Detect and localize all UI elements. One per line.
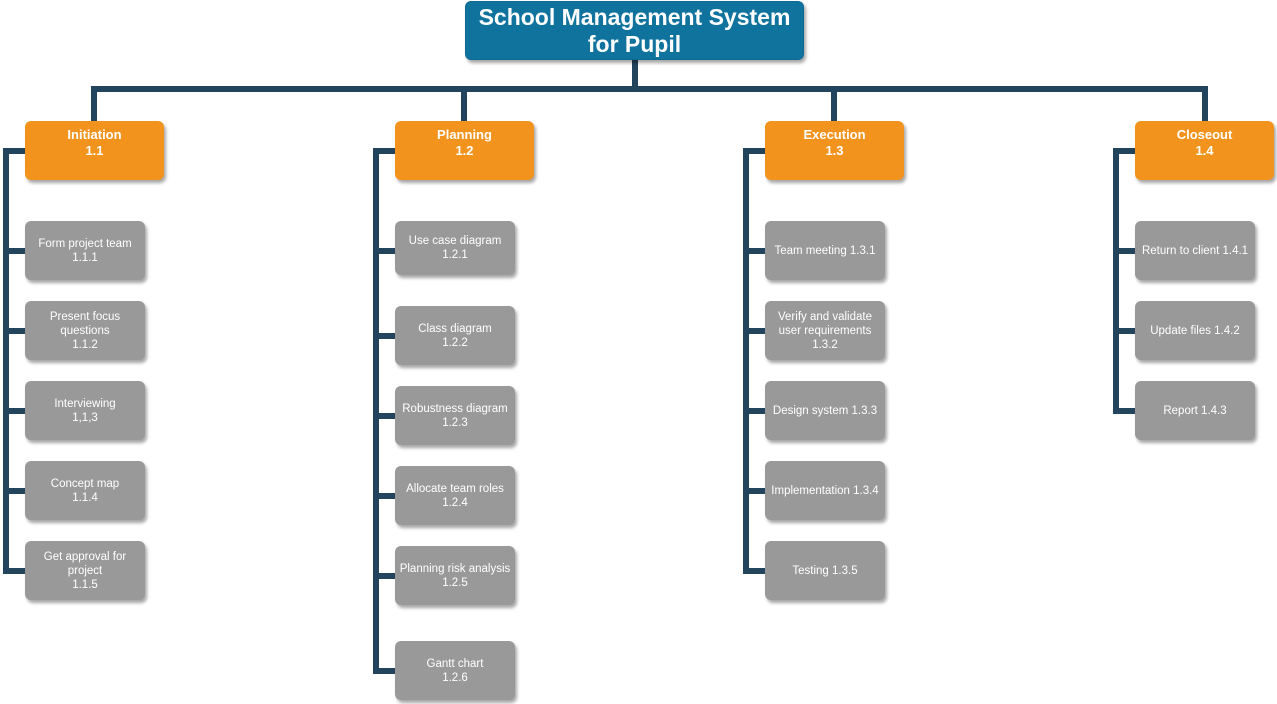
task-report: Report 1.4.3 [1135,381,1255,440]
task-label: Interviewing [54,397,116,410]
task-planning-risk-analysis: Planning risk analysis 1.2.5 [395,546,515,605]
task-label: Design system 1.3.3 [772,404,878,417]
task-label: Use case diagram [408,235,502,247]
root-title-line2: for Pupil [587,30,682,57]
phase-name: Closeout [1176,127,1233,142]
task-label: Return to client 1.4.1 [1141,244,1249,257]
task-return-to-client: Return to client 1.4.1 [1135,221,1255,280]
task-label: Get approval for [43,550,127,563]
task-label: Present focus [49,310,121,323]
phase-code: 1.4 [1195,143,1214,158]
task-get-approval: Get approval for project 1.1.5 [25,541,145,600]
phase-name: Planning [437,127,492,142]
task-code: 1.2.2 [442,336,468,349]
task-code: 1.1.4 [72,491,98,504]
task-label: Allocate team roles [406,482,504,495]
task-code: 1.1.5 [72,578,98,591]
task-form-project-team: Form project team 1.1.1 [25,221,145,280]
task-label: Class diagram [418,322,492,335]
root-node: School Management System for Pupil [465,1,804,60]
task-robustness-diagram: Robustness diagram 1.2.3 [395,386,515,445]
phase-code: 1.1 [85,143,104,158]
task-team-meeting: Team meeting 1.3.1 [765,221,885,280]
task-code: 1.2.6 [442,671,468,684]
phase-closeout: Closeout 1.4 [1135,121,1274,180]
task-label: Verify and validate [778,310,872,323]
task-code: 1.2.5 [442,576,468,589]
task-label: Report 1.4.3 [1163,404,1227,417]
phase-name: Initiation [67,127,122,142]
task-label: user requirements [778,324,872,337]
phase-planning: Planning 1.2 [395,121,534,180]
task-code: 1.2.1 [442,249,468,261]
phase-code: 1.2 [455,143,474,158]
task-label: project [67,564,103,577]
task-design-system: Design system 1.3.3 [765,381,885,440]
task-label: Team meeting 1.3.1 [774,244,876,257]
task-label: Testing 1.3.5 [792,564,858,577]
phase-name: Execution [803,127,866,142]
phase-initiation: Initiation 1.1 [25,121,164,180]
task-label: Form project team [38,237,132,250]
task-use-case-diagram: Use case diagram 1.2.1 [395,221,515,275]
task-verify-validate-requirements: Verify and validate user requirements 1.… [765,301,885,360]
task-concept-map: Concept map 1.1.4 [25,461,145,520]
task-code: 1,1,3 [72,411,98,424]
root-title-line1: School Management System [478,3,791,30]
task-code: 1.3.2 [812,338,838,351]
task-implementation: Implementation 1.3.4 [765,461,885,520]
task-label: Update files 1.4.2 [1150,324,1240,337]
phase-code: 1.3 [825,143,844,158]
task-code: 1.2.4 [442,496,468,509]
task-label: questions [60,324,110,337]
task-label: Implementation 1.3.4 [771,484,879,497]
task-label: Robustness diagram [402,402,508,415]
task-allocate-team-roles: Allocate team roles 1.2.4 [395,466,515,525]
task-present-focus-questions: Present focus questions 1.1.2 [25,301,145,360]
task-testing: Testing 1.3.5 [765,541,885,600]
phase-execution: Execution 1.3 [765,121,904,180]
task-code: 1.1.1 [72,251,98,264]
task-label: Planning risk analysis [399,562,511,575]
task-class-diagram: Class diagram 1.2.2 [395,306,515,365]
task-interviewing: Interviewing 1,1,3 [25,381,145,440]
task-label: Gantt chart [426,657,484,670]
task-code: 1.2.3 [442,416,468,429]
task-update-files: Update files 1.4.2 [1135,301,1255,360]
task-label: Concept map [50,477,120,490]
task-gantt-chart: Gantt chart 1.2.6 [395,641,515,700]
task-code: 1.1.2 [72,338,98,351]
